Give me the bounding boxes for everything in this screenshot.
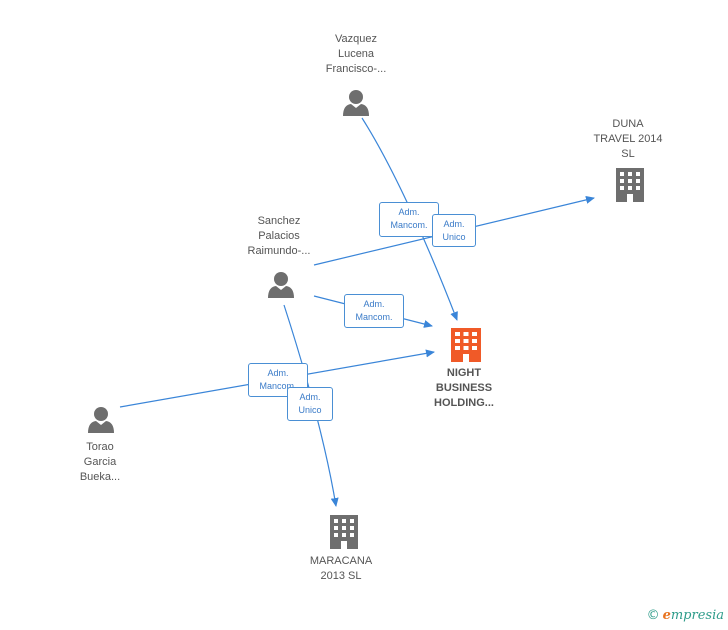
brand-name: mpresia xyxy=(670,608,724,623)
building-icon[interactable] xyxy=(616,168,644,202)
copyright-icon: © xyxy=(646,608,660,623)
edge-label-sanchez-maracana: Adm. Unico xyxy=(287,387,333,421)
empresia-logo[interactable]: ©empresia xyxy=(647,608,724,623)
person-icon[interactable] xyxy=(88,407,114,433)
node-label-sanchez[interactable]: Sanchez Palacios Raimundo-... xyxy=(247,215,311,257)
edge-label-sanchez-night: Adm. Mancom. xyxy=(344,294,404,328)
node-label-night[interactable]: NIGHT BUSINESS HOLDING... xyxy=(434,367,494,409)
node-label-torao[interactable]: Torao Garcia Bueka... xyxy=(79,441,121,483)
building-icon[interactable] xyxy=(330,515,358,549)
edge-label-vazquez-night: Adm. Mancom. xyxy=(379,202,439,237)
node-label-duna[interactable]: DUNA TRAVEL 2014 SL xyxy=(593,118,663,160)
node-label-maracana[interactable]: MARACANA 2013 SL xyxy=(309,555,373,582)
person-icon[interactable] xyxy=(343,90,369,116)
brand-initial: e xyxy=(662,608,671,623)
edge-label-sanchez-duna: Adm. Unico xyxy=(432,214,476,247)
node-label-vazquez[interactable]: Vazquez Lucena Francisco-... xyxy=(325,33,387,75)
person-icon[interactable] xyxy=(268,272,294,298)
building-icon[interactable] xyxy=(451,328,481,362)
